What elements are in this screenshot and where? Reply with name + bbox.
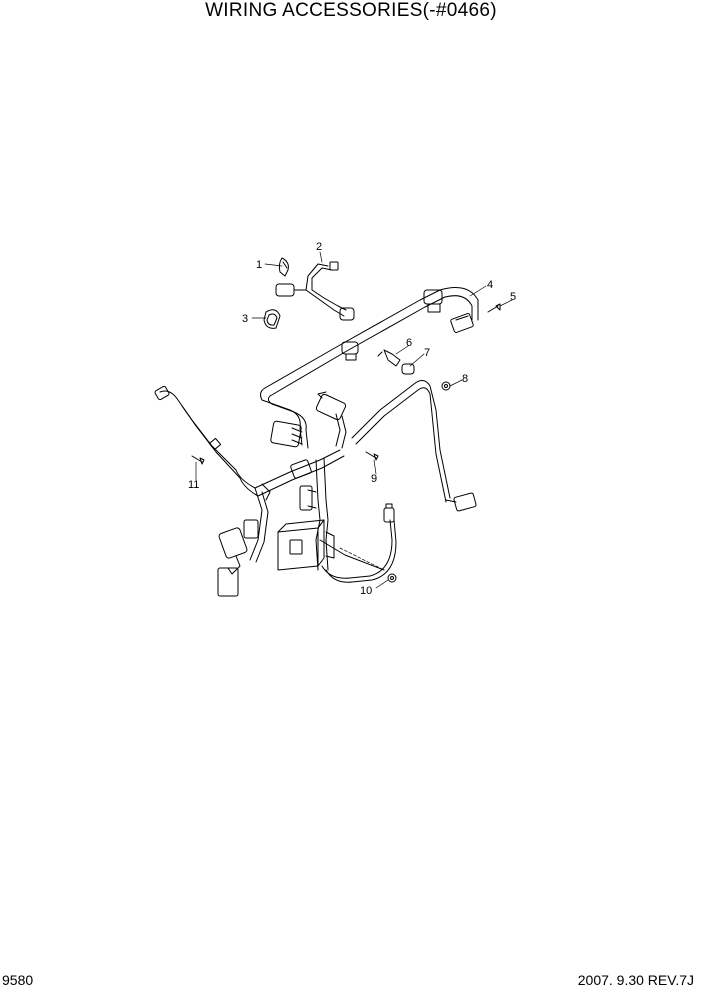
leader-lines [195,251,513,589]
right-branch [351,380,477,512]
part-2-small-harness [275,261,355,321]
part-3-grommet [263,309,281,329]
callout-labels: 1 2 3 4 5 6 7 8 9 10 11 [188,241,516,597]
part-10-nut [387,573,397,583]
page-code: 9580 [2,972,34,988]
right-end-connector [450,313,474,333]
part-11-bolt [191,455,205,465]
trunk-connector-right [423,289,443,313]
left-upper-branch [154,385,259,497]
part-6-switch [377,349,401,367]
date-revision: 2007. 9.30 REV.7J [577,972,694,988]
upper-middle-connector [315,391,347,449]
page-title: WIRING ACCESSORIES(-#0466) [205,0,497,21]
callout-1: 1 [256,259,262,271]
part-8-nut [441,381,451,391]
callout-9: 9 [371,473,377,485]
callout-5: 5 [510,291,516,303]
middle-horizontal-harness [254,449,345,497]
callout-3: 3 [242,313,248,325]
relay-block [277,519,385,571]
left-down-branch [260,387,309,449]
part-9-bolt [365,451,379,461]
part-7-nut [401,363,415,375]
callout-8: 8 [462,373,468,385]
callout-4: 4 [487,279,493,291]
callout-7: 7 [424,347,430,359]
part-1-cable-tie [278,257,289,277]
trunk-connector-left [341,341,359,361]
callout-6: 6 [406,337,412,349]
callout-2: 2 [316,241,322,253]
left-lower-drop [217,483,271,597]
ground-cable [321,503,397,583]
part-5-bolt [487,303,501,313]
callout-10: 10 [360,585,372,597]
callout-11: 11 [188,479,199,491]
main-harness-trunk [264,287,479,397]
